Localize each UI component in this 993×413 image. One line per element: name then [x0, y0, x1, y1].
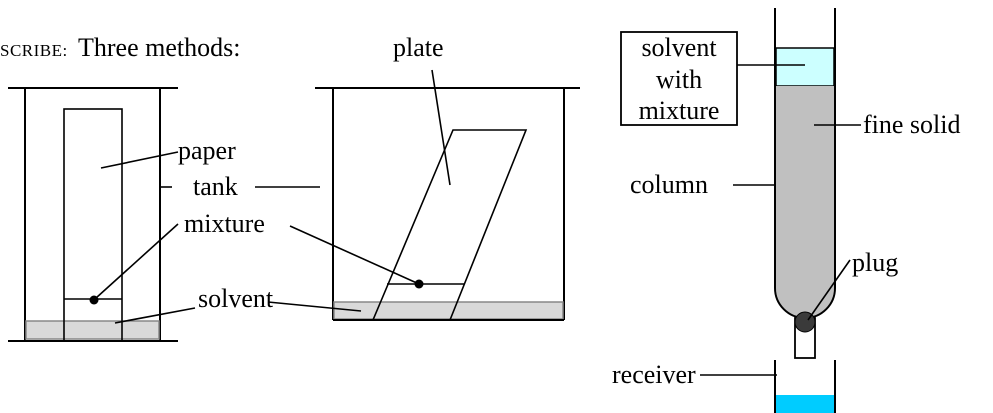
fine-solid-label: fine solid	[863, 110, 961, 139]
mixture-label: mixture	[184, 209, 265, 238]
column-solvent-layer	[775, 47, 835, 87]
tlc-apparatus	[255, 69, 580, 321]
header-title: Three methods:	[78, 33, 240, 62]
plate-label: plate	[393, 33, 444, 62]
solvent-mixture-box	[620, 31, 738, 126]
solvent-box-line3: mixture	[639, 96, 720, 125]
solvent-label: solvent	[198, 284, 274, 313]
mixture-pointer-left	[95, 223, 179, 299]
solvent-box-line1: solvent	[641, 33, 717, 62]
plug-label: plug	[852, 248, 898, 277]
tank-label: tank	[193, 172, 238, 201]
receiver-label: receiver	[612, 360, 696, 389]
column-label: column	[630, 170, 708, 199]
solvent-box-line2: with	[656, 65, 702, 94]
paper-chromatography-apparatus	[8, 87, 196, 342]
column-fine-solid	[776, 86, 834, 317]
header-prefix: SCRIBE:	[0, 41, 68, 60]
paper-label: paper	[178, 136, 236, 165]
plate-pointer	[431, 69, 451, 186]
solvent-pointer-left	[114, 307, 196, 324]
plug-pointer	[807, 259, 851, 321]
solvent-pointer-right	[267, 301, 362, 312]
tank2-solvent	[333, 301, 564, 320]
mixture-pointer-right	[289, 225, 420, 285]
tlc-plate	[371, 129, 528, 321]
paper-strip	[63, 108, 123, 342]
column-apparatus	[620, 8, 861, 413]
receiver-liquid	[776, 395, 834, 413]
paper-pointer	[100, 151, 179, 169]
tank1-solvent	[25, 320, 160, 340]
